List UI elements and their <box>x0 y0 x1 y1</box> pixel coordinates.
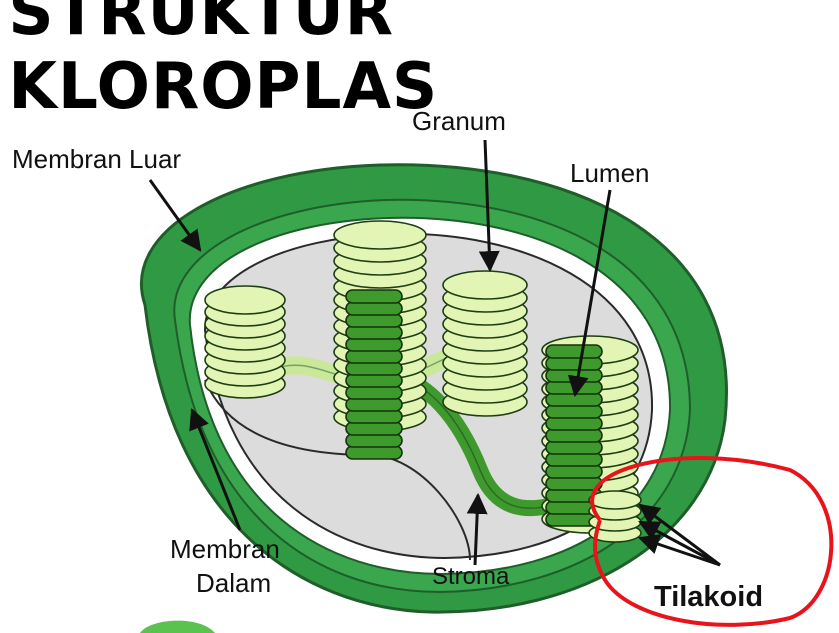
pointer-tilakoid-1 <box>638 503 721 567</box>
thylakoid-section <box>345 421 403 436</box>
thylakoid-disk <box>588 490 642 510</box>
thylakoid-section <box>545 428 603 443</box>
thylakoid-section <box>345 397 403 412</box>
label-lumen: Lumen <box>570 158 650 188</box>
pointer-tilakoid-2 <box>638 520 721 567</box>
thylakoid-section <box>545 464 603 479</box>
thylakoid-section <box>545 404 603 419</box>
thylakoid-section <box>345 337 403 352</box>
thylakoid-section <box>545 452 603 467</box>
label-tilakoid: Tilakoid <box>654 581 763 613</box>
thylakoid-section <box>545 356 603 371</box>
thylakoid-section <box>545 368 603 383</box>
thylakoid-section <box>345 313 403 328</box>
thylakoid-disk <box>204 285 286 315</box>
thylakoid-section <box>345 301 403 316</box>
thylakoid-section <box>545 476 603 491</box>
thylakoid-section <box>345 349 403 364</box>
granum-stack-left <box>204 285 286 399</box>
thylakoid-section <box>545 344 603 359</box>
thylakoid-section <box>345 325 403 340</box>
pointer-stroma <box>466 492 488 566</box>
highlight-circle <box>590 456 834 627</box>
pointer-tilakoid-3 <box>638 534 721 567</box>
label-membran-luar: Membran Luar <box>12 144 181 174</box>
thylakoid-section <box>345 373 403 388</box>
thylakoid-disk <box>333 220 427 250</box>
thylakoid-section <box>545 440 603 455</box>
label-membran-dalam-line2: Dalam <box>196 568 271 598</box>
granum-stack-right <box>442 270 528 417</box>
thylakoid-section <box>545 392 603 407</box>
thylakoid-section <box>545 416 603 431</box>
thylakoid-section <box>345 385 403 400</box>
thylakoid-section <box>345 361 403 376</box>
thylakoid-section <box>345 409 403 424</box>
pointer-membran-luar <box>148 179 202 252</box>
pointer-membran-dalam <box>189 408 242 531</box>
thylakoid-disk <box>442 270 528 300</box>
thylakoid-section <box>345 289 403 304</box>
label-stroma: Stroma <box>432 563 510 590</box>
label-granum: Granum <box>412 106 506 136</box>
pointer-lumen <box>567 189 612 398</box>
stroma-blob <box>140 620 215 633</box>
label-membran-dalam-line1: Membran <box>170 534 280 564</box>
granum-stack-center-cut <box>345 289 403 460</box>
pointer-granum <box>478 139 500 273</box>
thylakoid-section <box>345 445 403 460</box>
thylakoid-section <box>345 433 403 448</box>
granum-stack-tilakoid <box>588 490 642 543</box>
